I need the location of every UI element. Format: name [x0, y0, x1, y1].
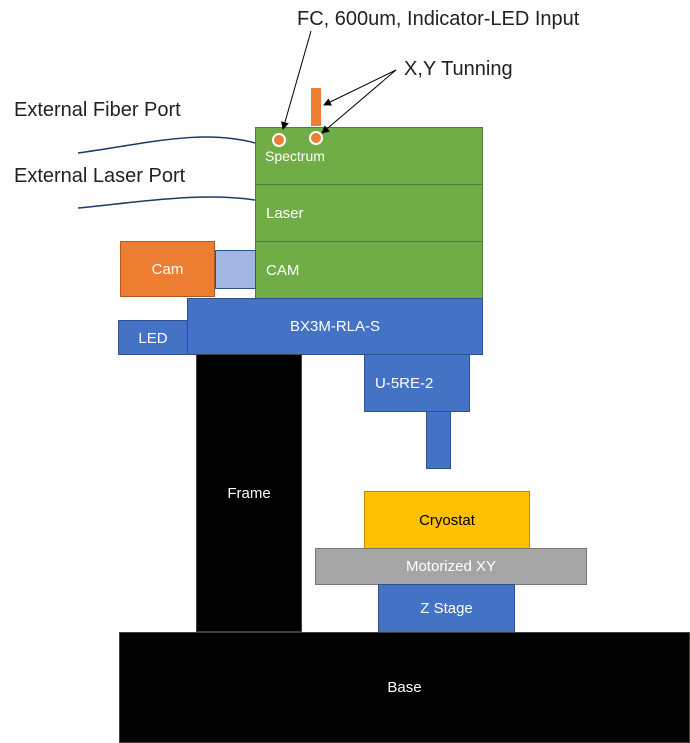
y-tuning-knob	[310, 87, 322, 127]
cam-label: Cam	[151, 260, 184, 278]
led-label: LED	[138, 330, 168, 347]
external-laser-port-label: External Laser Port	[14, 165, 186, 187]
z-stage-label: Z Stage	[420, 600, 473, 617]
base-label: Base	[387, 679, 422, 696]
laser-cable	[77, 196, 256, 209]
external-fiber-port-label: External Fiber Port	[14, 99, 181, 121]
bx3m-box: BX3M-RLA-S	[187, 298, 483, 355]
motorized-xy-box: Motorized XY	[315, 548, 587, 585]
frame-label: Frame	[227, 484, 271, 502]
cam-box: Cam	[120, 241, 215, 297]
laser-label: Laser	[266, 204, 304, 222]
fiber-cable	[77, 136, 256, 154]
spectrum-label: Spectrum	[265, 148, 325, 164]
xy-tuning-label: X,Y Tunning	[404, 58, 513, 80]
base-box: Base	[119, 632, 690, 743]
cryostat-label: Cryostat	[419, 511, 475, 529]
x-tuning-port	[309, 131, 323, 145]
cryostat-box: Cryostat	[364, 491, 530, 549]
cam-module: CAM	[255, 241, 483, 299]
fc-input-arrow	[281, 30, 312, 130]
fc-input-label: FC, 600um, Indicator-LED Input	[297, 8, 580, 30]
u5re2-box: U-5RE-2	[364, 354, 470, 412]
frame-box: Frame	[196, 354, 302, 632]
cam-adapter	[215, 250, 256, 289]
objective	[426, 411, 451, 469]
z-stage-box: Z Stage	[378, 584, 515, 633]
motorized-xy-label: Motorized XY	[405, 558, 497, 575]
x-tuning-arrow	[321, 69, 397, 134]
cam-module-label: CAM	[266, 261, 300, 279]
led-box: LED	[118, 320, 188, 355]
laser-module: Laser	[255, 184, 483, 242]
y-tuning-arrow	[323, 69, 397, 106]
u5re2-label: U-5RE-2	[375, 374, 434, 392]
bx3m-label: BX3M-RLA-S	[289, 318, 381, 335]
fc-input-port	[272, 133, 286, 147]
